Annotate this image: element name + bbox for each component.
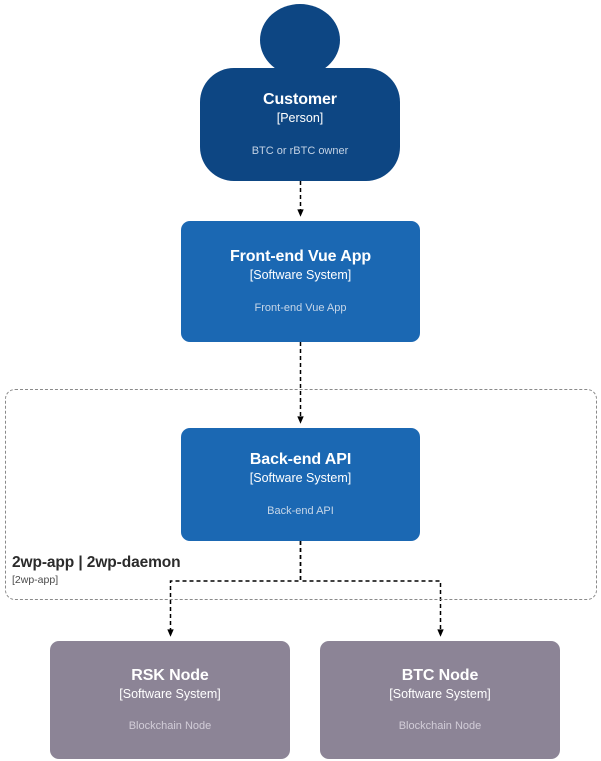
customer-type: [Person] (276, 111, 324, 126)
rsk-node-title: RSK Node (131, 666, 209, 684)
node-frontend-vue-app[interactable]: Front-end Vue App [Software System] Fron… (181, 221, 420, 342)
node-backend-api[interactable]: Back-end API [Software System] Back-end … (181, 428, 420, 541)
customer-description: BTC or rBTC owner (251, 144, 349, 157)
boundary-2wp-app (5, 389, 597, 600)
backend-type: [Software System] (249, 471, 352, 486)
customer-person-head (260, 4, 340, 76)
backend-title: Back-end API (249, 451, 352, 469)
boundary-sublabel: [2wp-app] (12, 574, 59, 586)
customer-title: Customer (263, 91, 337, 109)
rsk-node-type: [Software System] (119, 686, 221, 701)
backend-description: Back-end API (267, 504, 334, 517)
frontend-description: Front-end Vue App (254, 301, 347, 314)
node-customer[interactable]: Customer [Person] BTC or rBTC owner (200, 68, 400, 181)
node-btc-node[interactable]: BTC Node [Software System] Blockchain No… (320, 641, 560, 759)
btc-node-title: BTC Node (401, 666, 479, 684)
btc-node-description: Blockchain Node (398, 720, 482, 733)
boundary-label: 2wp-app | 2wp-daemon (12, 554, 181, 571)
node-rsk-node[interactable]: RSK Node [Software System] Blockchain No… (50, 641, 290, 759)
btc-node-type: [Software System] (389, 686, 491, 701)
frontend-title: Front-end Vue App (229, 248, 372, 266)
frontend-type: [Software System] (249, 268, 352, 283)
rsk-node-description: Blockchain Node (128, 720, 212, 733)
